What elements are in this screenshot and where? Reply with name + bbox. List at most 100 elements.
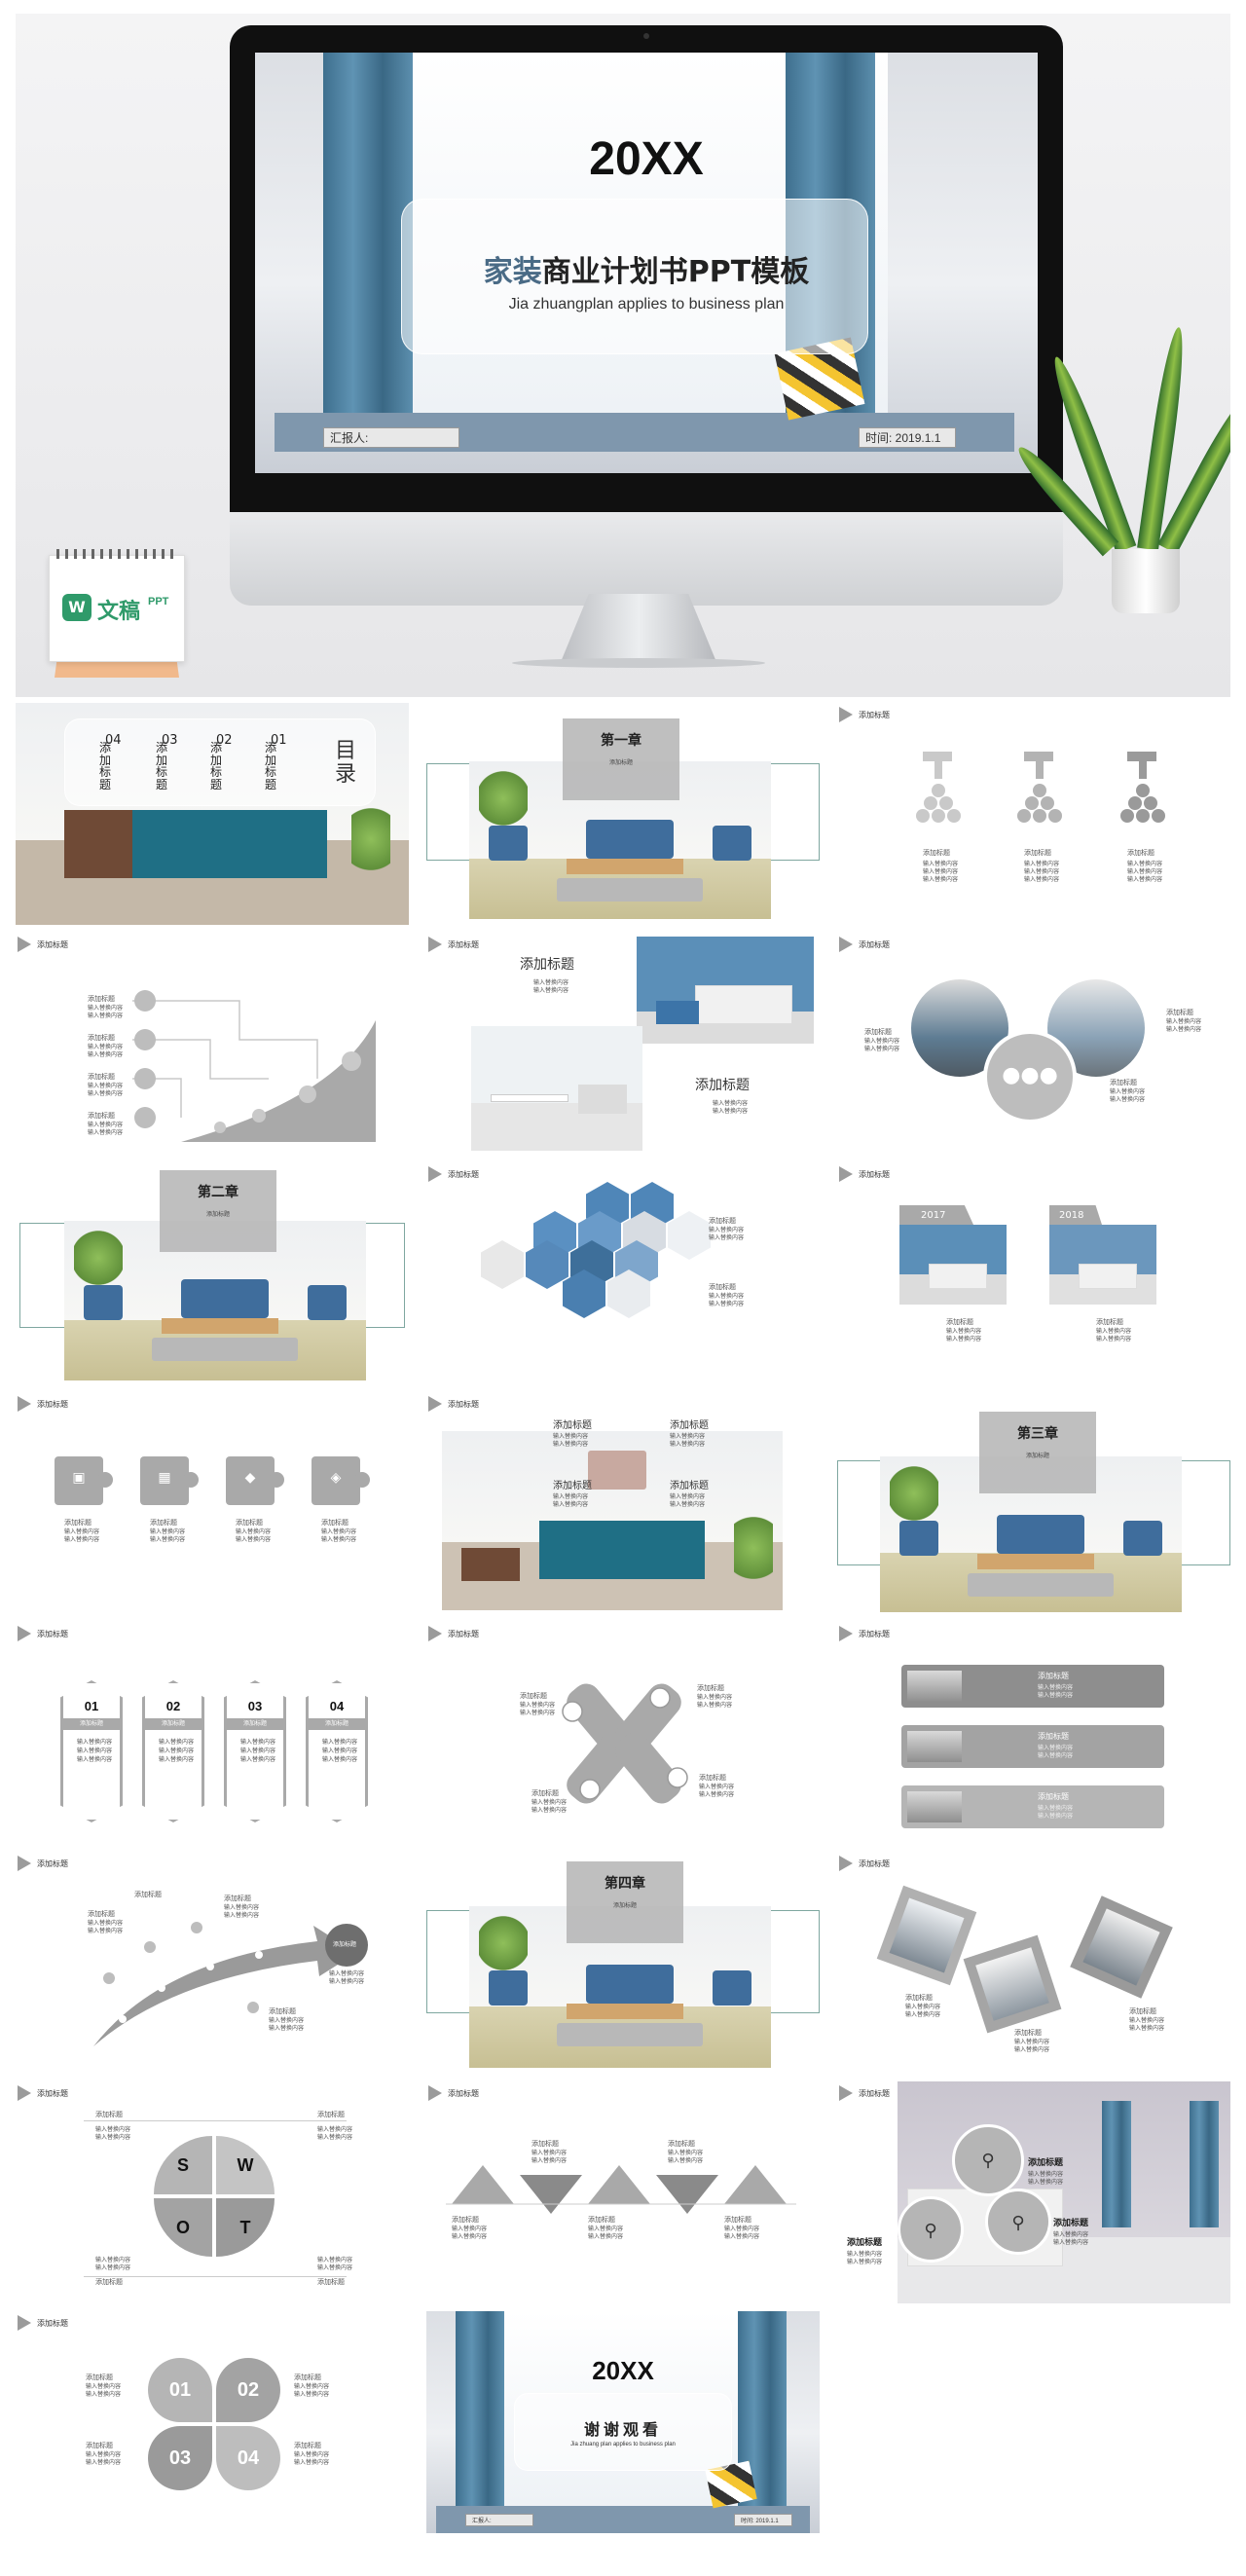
- bar-title: 添加标题: [1038, 1792, 1069, 1801]
- arrow-desc-2: 输入替换内容 输入替换内容: [88, 1920, 124, 1935]
- slide-header: 添加标题: [859, 2088, 890, 2098]
- room-desc-4: 输入替换内容 输入替换内容: [670, 1493, 706, 1509]
- chapter-subtitle: 添加标题: [608, 759, 633, 766]
- photo-title-1: 添加标题: [520, 957, 574, 973]
- slide-header: 添加标题: [37, 939, 68, 949]
- room-label-2: 添加标题: [670, 1420, 709, 1431]
- slide-petals: 添加标题 01 02 03 04 添加标题 输入替换内容 输入替换内容 添加标题…: [16, 2311, 409, 2533]
- badge-number: 02: [165, 1699, 181, 1713]
- reporter-field: 汇报人:: [323, 427, 459, 448]
- swot-desc-2: 输入替换内容 输入替换内容: [317, 2126, 353, 2142]
- slide-chapter-4: 第四章 添加标题: [426, 1852, 820, 2074]
- plant: [1011, 306, 1230, 617]
- swot-desc-3: 输入替换内容 输入替换内容: [95, 2257, 131, 2272]
- rotated-label-1: 添加标题: [905, 1994, 933, 2002]
- puzzle-desc-2: 输入替换内容 输入替换内容: [150, 1528, 186, 1544]
- slide-staircase: 添加标题 添加标题 输入替换内容 输入替换内容 添加标题 输入替换内容 输入替换…: [16, 933, 409, 1155]
- lightbulb-icon: ◈: [330, 1470, 342, 1486]
- toc-item-4[interactable]: 添 加 标 题: [265, 741, 277, 791]
- arrow-label-2: 添加标题: [88, 1910, 115, 1918]
- badge-03: 03 添加标题 输入替换内容 输入替换内容 输入替换内容: [224, 1680, 286, 1822]
- slide-swot: 添加标题 S W O T 添加标题 输入替换内容 输入替换内容 添加标题 输入替…: [16, 2081, 409, 2303]
- slide-header: 添加标题: [37, 2318, 68, 2328]
- year-photo-1: [899, 1225, 1007, 1305]
- slide-room-labels: 添加标题 添加标题 输入替换内容 输入替换内容 添加标题 输入替换内容 输入替换…: [426, 1392, 820, 1614]
- chapter-title: 第二章: [198, 1185, 238, 1200]
- stair-label-3: 添加标题: [88, 1073, 115, 1081]
- stair-desc-2: 输入替换内容 输入替换内容: [88, 1044, 124, 1059]
- team-desc-1: 输入替换内容 输入替换内容: [864, 1038, 900, 1053]
- monitor-chin: [230, 512, 1063, 606]
- stair-desc-1: 输入替换内容 输入替换内容: [88, 1005, 124, 1020]
- faucet-2: [1017, 752, 1062, 823]
- petal-label-1: 添加标题: [86, 2374, 113, 2381]
- hand-label-1: 添加标题: [520, 1692, 547, 1700]
- circle-desc-1: 输入替换内容 输入替换内容: [1028, 2171, 1064, 2187]
- arrow-end-label: 添加标题: [333, 1941, 357, 1948]
- circle-label-1: 添加标题: [1028, 2158, 1064, 2168]
- monitor-screen: 20XX 家装商业计划书PPT模板 Jia zhuangplan applies…: [255, 53, 1038, 473]
- tri-label-1: 添加标题: [452, 2216, 479, 2224]
- slide-header: 添加标题: [859, 939, 890, 949]
- bedroom-photo: [637, 937, 814, 1044]
- stair-desc-4: 输入替换内容 输入替换内容: [88, 1122, 124, 1137]
- tri-desc-2: 输入替换内容 输入替换内容: [531, 2150, 568, 2165]
- puzzle-label-3: 添加标题: [236, 1519, 263, 1527]
- hex-label-2: 添加标题: [709, 1283, 736, 1291]
- tri-label-4: 添加标题: [668, 2140, 695, 2148]
- petal-01: 01: [148, 2358, 212, 2422]
- toc-item-1[interactable]: 添 加 标 题: [99, 741, 112, 791]
- hand-desc-3: 输入替换内容 输入替换内容: [531, 1799, 568, 1815]
- toc-heading: 目 录: [335, 739, 357, 788]
- slide-arrow: 添加标题 添加标题 输入替换内容 输入替换内容 添加标题 添加标题 输入替换内容…: [16, 1852, 409, 2074]
- slide-header: 添加标题: [448, 1629, 479, 1638]
- logo-icon: W: [62, 594, 92, 621]
- badge-04: 04 添加标题 输入替换内容 输入替换内容 输入替换内容: [306, 1680, 368, 1822]
- badge-01: 01 添加标题 输入替换内容 输入替换内容 输入替换内容: [60, 1680, 123, 1822]
- title-card: [401, 199, 868, 354]
- team-label-1: 添加标题: [864, 1028, 892, 1036]
- chapter-title: 第四章: [605, 1876, 645, 1892]
- petal-02: 02: [216, 2358, 280, 2422]
- puzzle-piece-4: ◈: [312, 1456, 360, 1505]
- circle-desc-2: 输入替换内容 输入替换内容: [847, 2251, 883, 2266]
- slide-header: 添加标题: [859, 1169, 890, 1179]
- circle-2: ⚲: [898, 2196, 964, 2263]
- year-label-2: 2018: [1059, 1210, 1084, 1221]
- bar-item-1: 添加标题 输入替换内容 输入替换内容: [901, 1665, 1164, 1708]
- faucet-desc-2: 输入替换内容 输入替换内容 输入替换内容: [1024, 861, 1060, 884]
- year-title-1: 添加标题: [946, 1318, 973, 1326]
- slide-bars: 添加标题 添加标题 输入替换内容 输入替换内容 添加标题 输入替换内容 输入替换…: [837, 1622, 1230, 1844]
- puzzle-desc-1: 输入替换内容 输入替换内容: [64, 1528, 100, 1544]
- living-room-photo: [880, 1456, 1182, 1612]
- chapter-title: 第三章: [1017, 1426, 1058, 1442]
- slide-header: 添加标题: [37, 2088, 68, 2098]
- faucet-1: [916, 752, 961, 823]
- slide-chapter-3: 第三章 添加标题: [837, 1392, 1230, 1614]
- hands-graphic: [562, 1683, 688, 1804]
- badge-desc: 输入替换内容 输入替换内容 输入替换内容: [240, 1739, 276, 1763]
- faucet-label-2: 添加标题: [1024, 849, 1051, 857]
- team-label-2: 添加标题: [1166, 1009, 1193, 1016]
- calendar-logo: W 文稿 PPT: [49, 545, 187, 678]
- puzzle-label-2: 添加标题: [150, 1519, 177, 1527]
- swot-label-1: 添加标题: [95, 2111, 123, 2118]
- triangles-graphic: [446, 2165, 796, 2214]
- swot-label-3: 添加标题: [95, 2278, 123, 2286]
- badge-title: 添加标题: [63, 1718, 120, 1730]
- slide-header: 添加标题: [37, 1858, 68, 1868]
- petal-desc-1: 输入替换内容 输入替换内容: [86, 2383, 122, 2399]
- slide-two-photos: 添加标题 添加标题 输入替换内容 输入替换内容 添加标题 输入替换内容 输入替换…: [426, 933, 820, 1155]
- slide-header: 添加标题: [37, 1399, 68, 1409]
- tri-desc-4: 输入替换内容 输入替换内容: [668, 2150, 704, 2165]
- toc-item-2[interactable]: 添 加 标 题: [156, 741, 168, 791]
- puzzle-desc-3: 输入替换内容 输入替换内容: [236, 1528, 272, 1544]
- bar-title: 添加标题: [1038, 1732, 1069, 1741]
- badge-title: 添加标题: [309, 1718, 365, 1730]
- magnifier-icon: ⚲: [1011, 2213, 1025, 2233]
- tri-desc-5: 输入替换内容 输入替换内容: [724, 2226, 760, 2241]
- toc-item-3[interactable]: 添 加 标 题: [210, 741, 223, 791]
- circle-label-3: 添加标题: [1053, 2219, 1089, 2228]
- hex-desc-1: 输入替换内容 输入替换内容: [709, 1227, 745, 1242]
- closing-subtitle: Jia zhuang plan applies to business plan: [570, 2442, 676, 2447]
